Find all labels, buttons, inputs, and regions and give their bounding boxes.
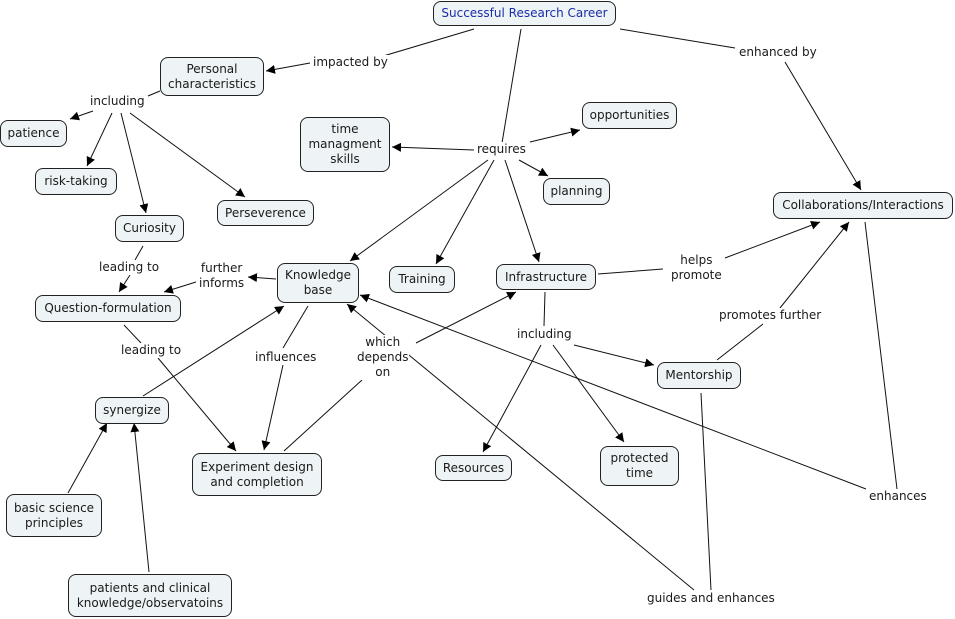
node-resources[interactable]: Resources [435,455,512,481]
edge-helps-collab [724,220,821,259]
edge-promotes-collab [779,221,850,309]
node-experiment-design[interactable]: Experiment design and completion [192,453,322,496]
edge-requires-infra [504,159,541,263]
edge-kb-further [247,273,277,283]
link-enhanced-by: enhanced by [738,45,818,60]
node-successful-research-career[interactable]: Successful Research Career [433,1,616,26]
edge-root-enhancedby [619,28,736,49]
edge-enhances-kb [359,294,867,490]
link-guides-and-enhances: guides and enhances [646,591,776,606]
edge-influences-expdesign [261,364,284,451]
edge-including-persev [129,112,246,198]
edge-curiosity-leading [134,245,144,261]
edge-requires-planning [518,159,549,177]
edge-enhancedby-collab [784,61,862,191]
edge-patients-synergize [130,422,150,573]
edge-including-curiosity [120,112,149,214]
edge-impacted-personal [265,62,311,74]
edge-infra-including2 [543,291,546,327]
link-enhances: enhances [868,489,928,504]
link-which-depends-on: which depends on [356,335,410,380]
edge-expdesign-depends [283,379,363,452]
node-protected-time[interactable]: protected time [600,446,679,486]
link-impacted-by: impacted by [312,55,389,70]
edge-root-requires [501,28,522,144]
node-basic-science-principles[interactable]: basic science principles [6,494,102,537]
link-including-personal: including [89,94,146,109]
edge-further-qform [163,281,197,294]
edge-depends-infra [415,291,517,344]
edge-requires-kb [349,159,489,262]
node-planning[interactable]: planning [543,178,610,205]
link-requires: requires [476,142,527,157]
node-opportunities[interactable]: opportunities [582,102,677,129]
edge-personal-including [147,90,161,97]
link-helps-promote: helps promote [670,253,723,283]
edge-collab-enhances [864,221,898,490]
node-synergize[interactable]: synergize [95,397,169,424]
node-mentorship[interactable]: Mentorship [657,362,741,389]
edge-mentor-guides [700,392,712,591]
link-including-infrastructure: including [516,327,573,342]
node-curiosity[interactable]: Curiosity [115,215,184,242]
edge-requires-opps [529,127,581,143]
node-question-formulation[interactable]: Question-formulation [35,295,181,322]
node-collaborations-interactions[interactable]: Collaborations/Interactions [773,192,953,219]
edge-including2-protected [552,344,625,443]
edge-requires-time [391,142,475,152]
edge-infra-helps [597,268,664,275]
edge-mentor-promotes [716,323,764,361]
node-perseverence[interactable]: Perseverence [217,200,314,226]
edge-leading2-expdesign [157,357,237,452]
edge-qform-leading2 [123,324,142,344]
node-risk-taking[interactable]: risk-taking [35,168,117,195]
node-training[interactable]: Training [389,266,455,293]
link-influences: influences [254,350,318,365]
edge-synergize-kb [142,305,285,397]
edge-basic-synergize [67,422,108,494]
edge-leading-qform [118,274,131,293]
link-promotes-further: promotes further [718,308,823,323]
node-patience[interactable]: patience [0,120,67,147]
node-time-management-skills[interactable]: time managment skills [300,117,390,172]
node-knowledge-base[interactable]: Knowledge base [277,263,359,303]
node-patients-clinical-knowledge[interactable]: patients and clinical knowledge/observat… [68,574,232,617]
edge-root-impacted [379,28,475,58]
node-personal-characteristics[interactable]: Personal characteristics [160,57,264,96]
link-leading-to-question: leading to [120,343,183,358]
edge-requires-training [435,159,495,265]
edge-including2-mentor [573,344,655,368]
node-infrastructure[interactable]: Infrastructure [496,264,596,290]
edge-kb-influences [282,305,309,349]
edge-including2-resources [482,344,542,453]
edge-including-patience [69,110,94,121]
edge-including-risk [86,112,113,167]
link-further-informs: further informs [198,261,246,291]
link-leading-to-curiosity: leading to [98,260,161,275]
